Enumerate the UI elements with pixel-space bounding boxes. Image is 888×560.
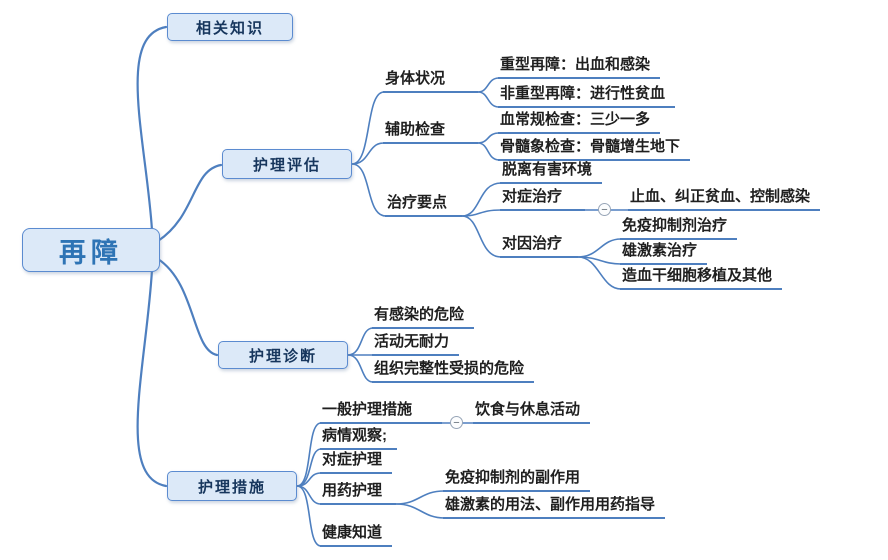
connector — [296, 422, 322, 487]
topic-treatment-points[interactable]: 治疗要点 — [385, 194, 462, 217]
branch-nursing-diagnosis[interactable]: 护理诊断 — [218, 341, 348, 369]
topic-medication-care[interactable]: 用药护理 — [320, 482, 396, 505]
topic-blood-routine[interactable]: 血常规检查：三少一多 — [498, 111, 661, 134]
topic-non-severe-aa[interactable]: 非重型再障：进行性贫血 — [498, 85, 676, 108]
topic-condition-observation[interactable]: 病情观察; — [320, 427, 397, 450]
topic-androgen-therapy[interactable]: 雄激素治疗 — [620, 242, 708, 265]
topic-symptomatic-care[interactable]: 对症护理 — [320, 451, 393, 474]
connector — [296, 485, 322, 505]
connector — [347, 354, 374, 383]
connector — [351, 163, 387, 217]
topic-immunosuppressant-side-effects[interactable]: 免疫抑制剂的副作用 — [443, 469, 591, 492]
topic-immunosuppressant-therapy[interactable]: 免疫抑制剂治疗 — [620, 217, 738, 240]
connector — [156, 163, 223, 243]
collapse-icon[interactable]: − — [450, 416, 463, 429]
branch-nursing-measures[interactable]: 护理措施 — [167, 471, 297, 501]
branch-related-knowledge[interactable]: 相关知识 — [167, 13, 293, 41]
topic-tissue-integrity-risk[interactable]: 组织完整性受损的危险 — [372, 360, 535, 383]
branch-nursing-assessment[interactable]: 护理评估 — [222, 149, 352, 179]
connector — [296, 472, 322, 487]
root-topic[interactable]: 再障 — [22, 228, 160, 272]
connector — [395, 490, 445, 505]
connector — [477, 132, 500, 144]
connector — [461, 182, 502, 217]
topic-diet-rest-activity[interactable]: 饮食与休息活动 — [473, 401, 591, 424]
connector — [296, 448, 322, 487]
topic-causal-treatment[interactable]: 对因治疗 — [500, 235, 578, 258]
connector — [156, 257, 219, 357]
topic-infection-risk[interactable]: 有感染的危险 — [372, 306, 475, 329]
topic-health-education[interactable]: 健康知道 — [320, 524, 393, 547]
connector — [477, 77, 500, 93]
topic-activity-intolerance[interactable]: 活动无耐力 — [372, 333, 460, 356]
connector — [395, 503, 445, 519]
connector — [136, 25, 168, 232]
connector — [351, 142, 385, 165]
connector — [461, 209, 502, 217]
topic-severe-aa[interactable]: 重型再障：出血和感染 — [498, 56, 661, 79]
connector — [477, 142, 500, 161]
collapse-icon[interactable]: − — [598, 203, 611, 216]
topic-physical-condition[interactable]: 身体状况 — [383, 70, 478, 93]
connector — [577, 256, 622, 265]
connector — [577, 238, 622, 258]
topic-bone-marrow[interactable]: 骨髓象检查：骨髓增生地下 — [498, 138, 691, 161]
connector — [351, 91, 385, 165]
topic-symptomatic-treatment[interactable]: 对症治疗 — [500, 188, 585, 211]
connector — [577, 256, 622, 290]
topic-general-care[interactable]: 一般护理措施 — [320, 401, 442, 424]
connector — [477, 91, 500, 108]
connector — [136, 268, 168, 488]
topic-androgen-usage-guidance[interactable]: 雄激素的用法、副作用用药指导 — [443, 496, 666, 519]
topic-hemostasis-anemia-infection[interactable]: 止血、纠正贫血、控制感染 — [628, 188, 821, 211]
connector — [296, 485, 322, 547]
connector — [347, 327, 374, 356]
topic-stem-cell-transplant[interactable]: 造血干细胞移植及其他 — [620, 267, 783, 290]
connector — [461, 215, 502, 258]
topic-auxiliary-exam[interactable]: 辅助检查 — [383, 121, 478, 144]
topic-avoid-harmful-env[interactable]: 脱离有害环境 — [500, 161, 603, 184]
